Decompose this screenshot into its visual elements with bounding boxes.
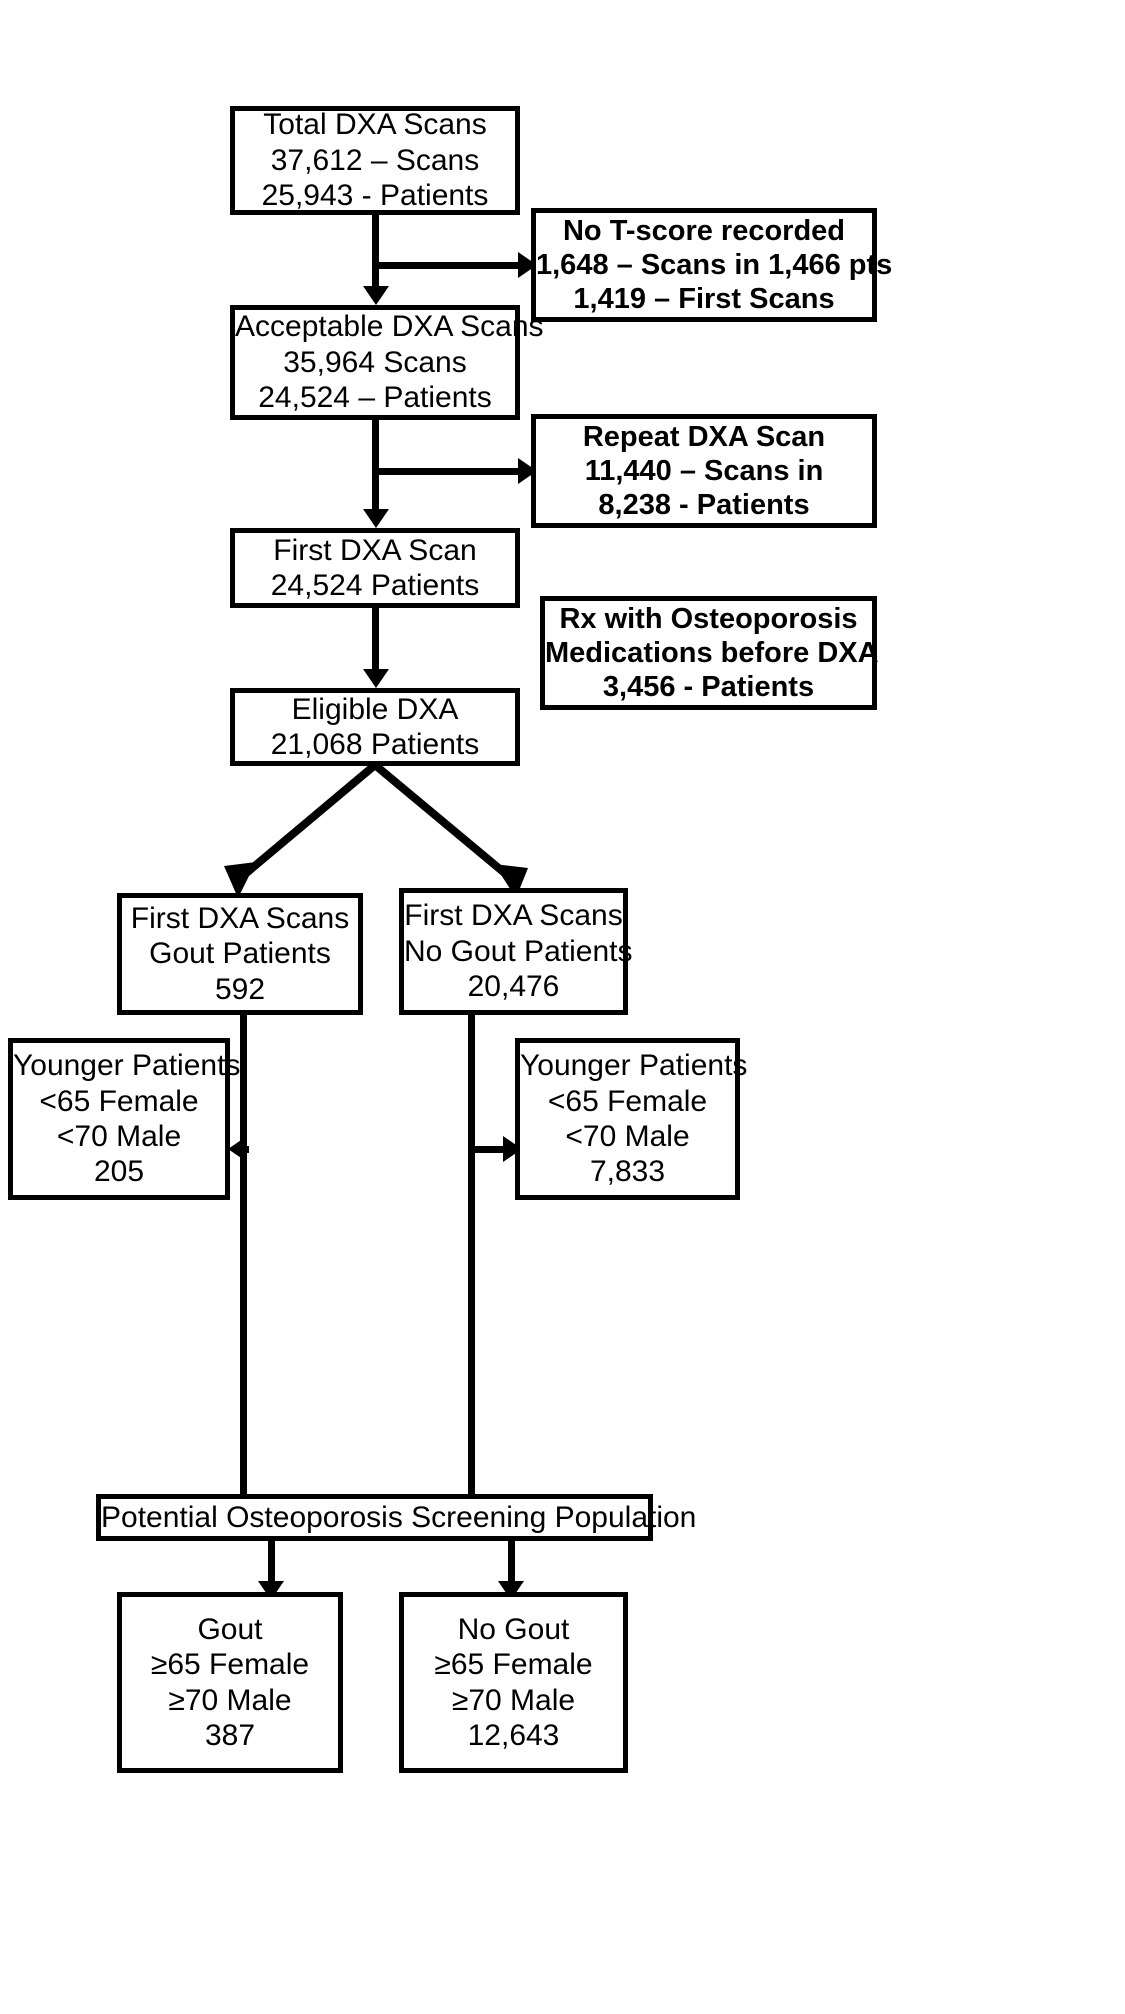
node-line: First DXA Scan	[273, 533, 477, 567]
node-line: <65 Female	[547, 1084, 708, 1118]
node-line: Acceptable DXA Scans	[235, 310, 544, 344]
connector-screening-to-final-nogout	[508, 1539, 515, 1591]
connector-screening-to-final-gout	[268, 1539, 275, 1591]
node-line: 7,833	[589, 1155, 666, 1189]
arrowhead-acceptable-to-first	[363, 509, 389, 528]
connector-nogout-to-younger	[470, 1146, 506, 1153]
node-line: 387	[204, 1718, 256, 1752]
node-line: 3,456 - Patients	[602, 671, 815, 704]
node-potential-screening-population[interactable]: Potential Osteoporosis Screening Populat…	[96, 1494, 697, 1541]
node-younger-patients-no-gout[interactable]: Younger Patients <65 Female <70 Male 7,8…	[515, 1038, 748, 1200]
node-acceptable-dxa-scans[interactable]: Acceptable DXA Scans 35,964 Scans 24,524…	[230, 305, 544, 420]
arrowhead-gout-to-younger	[228, 1136, 247, 1162]
node-line: Rx with Osteoporosis	[559, 602, 858, 635]
node-line: Gout Patients	[149, 937, 331, 971]
node-line: 21,068 Patients	[270, 728, 480, 761]
connector-acceptable-to-repeat	[372, 468, 520, 475]
node-line: <70 Male	[565, 1120, 690, 1153]
node-line: Repeat DXA Scan	[582, 420, 826, 453]
node-total-dxa-scans[interactable]: Total DXA Scans 37,612 – Scans 25,943 - …	[230, 106, 520, 215]
node-final-gout[interactable]: Gout ≥65 Female ≥70 Male 387	[117, 1592, 343, 1773]
node-line: Eligible DXA	[291, 692, 459, 726]
node-line: 8,238 - Patients	[598, 489, 810, 522]
node-line: <70 Male	[56, 1120, 182, 1153]
node-line: First DXA Scans	[130, 901, 350, 935]
node-line: 12,643	[467, 1718, 560, 1752]
node-line: 1,419 – First Scans	[573, 283, 835, 316]
node-line: ≥70 Male	[168, 1683, 292, 1717]
node-younger-patients-gout[interactable]: Younger Patients <65 Female <70 Male 205	[8, 1038, 241, 1200]
node-line: 25,943 - Patients	[261, 179, 489, 213]
node-line: 20,476	[467, 970, 560, 1004]
node-line: 24,524 – Patients	[258, 381, 492, 415]
node-line: ≥65 Female	[434, 1648, 593, 1682]
node-no-tscore-recorded[interactable]: No T-score recorded 1,648 – Scans in 1,4…	[531, 208, 893, 322]
node-line: 592	[214, 972, 266, 1006]
node-line: Gout	[197, 1612, 263, 1646]
node-line: 1,648 – Scans in 1,466 pts	[536, 248, 893, 281]
node-line: No T-score recorded	[562, 214, 846, 247]
node-line: 37,612 – Scans	[270, 143, 480, 177]
node-line: Potential Osteoporosis Screening Populat…	[101, 1500, 697, 1534]
node-line: Total DXA Scans	[263, 108, 487, 142]
node-line: 24,524 Patients	[270, 569, 480, 602]
node-line: 11,440 – Scans in	[584, 454, 824, 487]
connector-gout-to-screening	[240, 1013, 247, 1497]
connector-nogout-to-screening	[468, 1013, 475, 1497]
node-final-no-gout[interactable]: No Gout ≥65 Female ≥70 Male 12,643	[399, 1592, 628, 1773]
arrowhead-first-to-eligible	[363, 669, 389, 688]
node-first-dxa-scans-gout[interactable]: First DXA Scans Gout Patients 592	[117, 893, 363, 1015]
node-eligible-dxa[interactable]: Eligible DXA 21,068 Patients	[230, 688, 520, 766]
node-line: Younger Patients	[13, 1049, 241, 1083]
node-line: First DXA Scans	[404, 899, 623, 933]
node-line: No Gout Patients	[404, 934, 633, 968]
node-line: No Gout	[457, 1612, 570, 1646]
node-line: 35,964 Scans	[283, 345, 467, 379]
connector-total-to-acceptable	[372, 213, 379, 289]
node-line: <65 Female	[39, 1084, 199, 1118]
node-repeat-dxa-scan[interactable]: Repeat DXA Scan 11,440 – Scans in 8,238 …	[531, 414, 877, 528]
node-line: Younger Patients	[520, 1049, 748, 1083]
connector-first-to-eligible	[372, 606, 379, 672]
node-line: 205	[93, 1155, 145, 1189]
node-line: ≥70 Male	[451, 1683, 576, 1717]
connector-total-to-no-tscore	[372, 262, 520, 269]
node-line: Medications before DXA	[545, 636, 879, 669]
node-first-dxa-scan[interactable]: First DXA Scan 24,524 Patients	[230, 528, 520, 608]
arrowhead-total-to-acceptable	[363, 286, 389, 305]
node-line: ≥65 Female	[150, 1648, 310, 1682]
node-first-dxa-scans-no-gout[interactable]: First DXA Scans No Gout Patients 20,476	[399, 888, 633, 1015]
connector-acceptable-to-first	[372, 418, 379, 512]
node-rx-osteoporosis-medications[interactable]: Rx with Osteoporosis Medications before …	[540, 596, 879, 710]
